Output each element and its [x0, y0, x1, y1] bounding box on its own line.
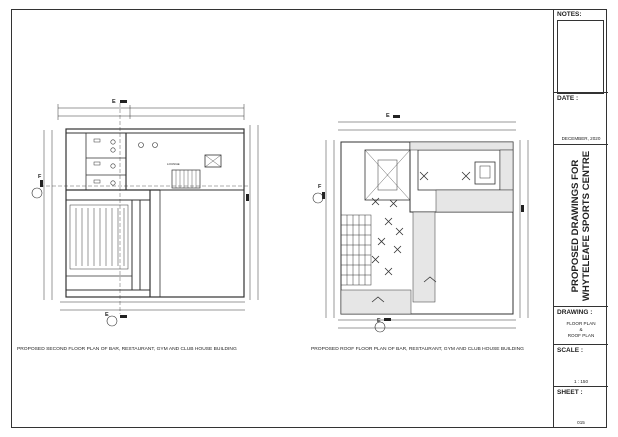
- scale-section: SCALE : 1 : 150: [554, 345, 608, 387]
- section-letter-e-top-left: E: [112, 99, 116, 105]
- section-letter-e-bottom-left: E: [105, 312, 109, 318]
- drawing-sheet-border: [11, 9, 607, 428]
- section-letter-e-top-right: E: [386, 113, 390, 119]
- date-section: DATE : DECEMBER, 2020: [554, 93, 608, 145]
- sheet-section: SHEET : 015: [554, 387, 608, 428]
- project-title: PROPOSED DRAWINGS FOR WHYTELEAFE SPORTS …: [570, 151, 592, 301]
- drawing-section: DRAWING : FLOOR PLAN & ROOF PLAN: [554, 307, 608, 345]
- drawing-value-2: &: [579, 327, 583, 332]
- project-title-line-1: PROPOSED DRAWINGS FOR: [570, 159, 581, 293]
- scale-label: SCALE :: [557, 347, 583, 354]
- notes-section: NOTES:: [554, 9, 608, 94]
- project-title-section: PROPOSED DRAWINGS FOR WHYTELEAFE SPORTS …: [554, 145, 608, 307]
- drawing-label: DRAWING :: [557, 309, 593, 316]
- sheet-label: SHEET :: [557, 389, 583, 396]
- scale-value: 1 : 150: [573, 379, 589, 384]
- notes-label: NOTES:: [557, 11, 582, 18]
- title-block: NOTES: DATE : DECEMBER, 2020 PROPOSED DR…: [553, 9, 608, 428]
- project-title-line-2: WHYTELEAFE SPORTS CENTRE: [581, 150, 592, 302]
- second-floor-plan: [31, 100, 259, 327]
- roof-floor-plan: [312, 115, 529, 333]
- drawing-value-3: ROOF PLAN: [567, 333, 595, 338]
- notes-box: [557, 20, 604, 94]
- section-letter-f-right: F: [318, 184, 322, 190]
- roof-floor-caption: PROPOSED ROOF FLOOR PLAN OF BAR, RESTAUR…: [311, 347, 524, 352]
- section-letter-f-left: F: [38, 174, 42, 180]
- date-label: DATE :: [557, 95, 579, 102]
- second-floor-caption: PROPOSED SECOND FLOOR PLAN OF BAR, RESTA…: [17, 347, 237, 352]
- sheet-value: 015: [577, 420, 585, 425]
- drawing-value-1: FLOOR PLAN: [566, 321, 596, 326]
- date-value: DECEMBER, 2020: [561, 136, 601, 141]
- section-letter-e-bottom-right: E: [377, 318, 381, 324]
- lounge-label: LOUNGE: [167, 162, 180, 166]
